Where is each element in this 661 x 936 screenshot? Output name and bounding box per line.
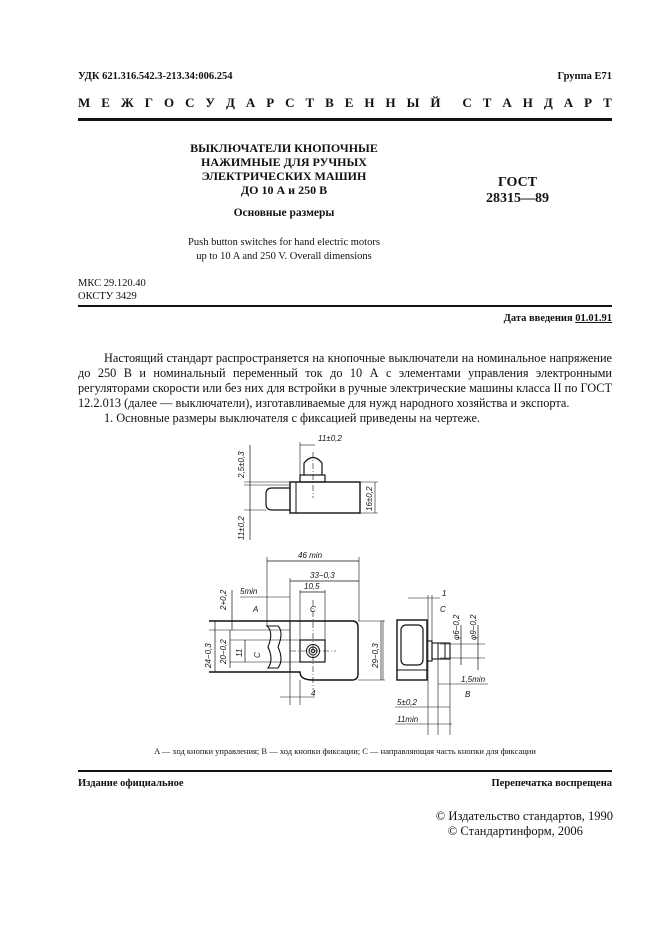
- heading-letter: А: [245, 95, 256, 110]
- mark-c: C: [440, 605, 446, 614]
- dim-label: 11: [235, 649, 244, 657]
- heading-letter: С: [285, 95, 295, 110]
- heading-letter: А: [563, 95, 574, 110]
- heading-letter: С: [185, 95, 195, 110]
- gost-number: 28315—89: [486, 191, 549, 206]
- heading-letter: Т: [305, 95, 315, 110]
- dim-label: 11min: [397, 715, 419, 724]
- heading-letter: Р: [266, 95, 275, 110]
- mks-code: МКС 29.120.40: [78, 278, 146, 289]
- heading-letter: С: [462, 95, 472, 110]
- heading-letter: Н: [522, 95, 533, 110]
- udk-code: УДК 621.316.542.3-213.34:006.254: [78, 71, 233, 82]
- gost-label: ГОСТ: [497, 175, 538, 190]
- heading-letter: Й: [430, 95, 441, 110]
- title-line: ДО 10 А и 250 В: [240, 183, 328, 197]
- heading-letter: Ы: [406, 95, 420, 110]
- dim-label: 46 min: [298, 551, 323, 560]
- dim-label: 2+0,2: [219, 589, 228, 611]
- dim-label: 11±0,2: [318, 434, 342, 443]
- document-title: ВЫКЛЮЧАТЕЛИ КНОПОЧНЫЕ НАЖИМНЫЕ ДЛЯ РУЧНЫ…: [160, 141, 408, 197]
- heading-letter: Е: [344, 95, 354, 110]
- heading-letter: Д: [225, 95, 235, 110]
- copyright-line: © Издательство стандартов, 1990: [435, 809, 613, 823]
- heading-letter: Р: [584, 95, 593, 110]
- copyright-line: © Стандартинформ, 2006: [447, 824, 583, 838]
- english-title: Push button switches for hand electric m…: [160, 236, 408, 264]
- heading-letter: О: [163, 95, 175, 110]
- dim-label: 24−0,3: [204, 643, 213, 669]
- official-edition: Издание официальное: [78, 778, 184, 789]
- heading-letter: Ж: [120, 95, 134, 110]
- heading-letter: Е: [101, 95, 110, 110]
- heading-letter: Г: [144, 95, 153, 110]
- dim-label: φ6−0,2: [452, 614, 461, 640]
- intro-date-label: Дата введения: [503, 313, 573, 324]
- dim-label: φ9−0,2: [469, 614, 478, 640]
- heading-letter: А: [502, 95, 512, 110]
- dim-label: 20−0,2: [219, 639, 228, 665]
- heading-letter: В: [325, 95, 334, 110]
- heading-letter: Т: [482, 95, 492, 110]
- classification: МКС 29.120.40 ОКСТУ 3429: [78, 277, 146, 303]
- reprint-prohibited: Перепечатка воспрещена: [491, 778, 612, 789]
- title-line: НАЖИМНЫЕ ДЛЯ РУЧНЫХ: [201, 155, 367, 169]
- heading-letter: Н: [385, 95, 396, 110]
- section-rule: [78, 305, 612, 307]
- dim-label: 10,5: [304, 582, 320, 591]
- dim-label: 11±0,2: [237, 516, 246, 540]
- intro-date: Дата введения 01.01.91: [504, 313, 612, 324]
- heading-letter: Н: [364, 95, 375, 110]
- heading-letter: Т: [603, 95, 612, 110]
- drawing-caption: A — ход кнопки управления; B — ход кнопк…: [154, 746, 536, 756]
- okstu-code: ОКСТУ 3429: [78, 291, 137, 302]
- dim-label: 5min: [240, 587, 258, 596]
- paragraph: Настоящий стандарт распространяется на к…: [78, 351, 612, 410]
- top-view: [244, 442, 378, 540]
- dim-label: 1: [442, 589, 446, 598]
- heading-letter: Д: [543, 95, 553, 110]
- paragraph: 1. Основные размеры выключателя с фиксац…: [104, 411, 480, 425]
- intro-date-value: 01.01.91: [575, 313, 612, 324]
- english-title-line: Push button switches for hand electric m…: [188, 237, 380, 248]
- front-view: [209, 557, 385, 705]
- english-title-line: up to 10 A and 250 V. Overall dimensions: [196, 251, 372, 262]
- footer-rule: [78, 770, 612, 772]
- dim-label: 33−0,3: [310, 571, 335, 580]
- heading-letter: У: [205, 95, 215, 110]
- mark-b: B: [465, 690, 471, 699]
- mark-c: C: [310, 605, 316, 614]
- heading-letter: М: [78, 95, 91, 110]
- body-text: Настоящий стандарт распространяется на к…: [78, 351, 612, 426]
- header-rule: [78, 118, 612, 121]
- dim-label: 5±0,2: [397, 698, 418, 707]
- title-line: ЭЛЕКТРИЧЕСКИХ МАШИН: [201, 169, 367, 183]
- gost-designation: ГОСТ 28315—89: [470, 175, 565, 207]
- mark-a: A: [252, 605, 258, 614]
- dim-label: 1,5min: [461, 675, 486, 684]
- document-subtitle: Основные размеры: [233, 207, 335, 219]
- dim-label: 16±0,2: [365, 486, 374, 511]
- copyright: © Издательство стандартов, 1990 © Станда…: [436, 809, 613, 839]
- title-line: ВЫКЛЮЧАТЕЛИ КНОПОЧНЫЕ: [190, 141, 378, 155]
- group-code: Группа Е71: [557, 71, 612, 82]
- dim-label: 2,5±0,3: [237, 451, 246, 479]
- mark-c: C: [253, 652, 262, 658]
- dim-label: 29−0,3: [371, 643, 380, 669]
- side-view: [382, 595, 488, 735]
- dim-label: 4: [311, 689, 316, 698]
